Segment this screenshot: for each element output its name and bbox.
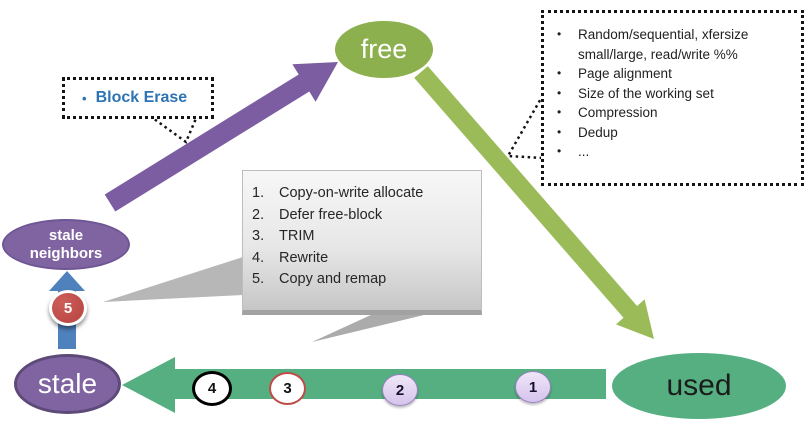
workload-callout: • Random/sequential, xfersize small/larg… (541, 10, 804, 186)
bullet-icon: • (557, 66, 562, 80)
invalidate-arrow (122, 357, 606, 413)
node-stale-neighbors: stale neighbors (2, 219, 130, 270)
workload-item: • ... (557, 142, 795, 162)
workload-item: • Dedup (557, 123, 795, 143)
workload-item: • Random/sequential, xfersize small/larg… (557, 25, 795, 64)
bullet-icon: • (557, 27, 562, 41)
workload-item: • Compression (557, 103, 795, 123)
bullet-icon: • (557, 105, 562, 119)
step-marker-4: 4 (192, 371, 232, 406)
workload-callout-tail (505, 94, 545, 160)
mechanism-item: 3. TRIM (252, 228, 315, 244)
bullet-icon: • (557, 124, 562, 139)
block-erase-label: Block Erase (95, 89, 188, 106)
node-used: used (612, 353, 786, 419)
workload-item: • Size of the working set (557, 84, 795, 104)
mechanism-item: 4. Rewrite (252, 249, 329, 266)
erase-arrow (104, 62, 338, 212)
workload-item: • Page alignment (557, 64, 795, 84)
mechanism-callout-tail-down (312, 314, 428, 342)
mechanism-callout-tail-left (103, 257, 243, 302)
allocate-arrow (414, 66, 654, 339)
mechanism-item: 2. Defer free-block (252, 206, 383, 223)
bullet-icon: • (557, 85, 562, 100)
block-erase-callout: • Block Erase (62, 77, 214, 119)
step-marker-3: 3 (269, 372, 306, 405)
node-stale: stale (14, 354, 121, 414)
mechanism-item: 1. Copy-on-write allocate (252, 185, 424, 201)
step-marker-5: 5 (49, 290, 87, 326)
step-marker-1: 1 (515, 371, 551, 403)
step-marker-2: 2 (382, 374, 418, 406)
bullet-icon: • (82, 90, 87, 106)
block-erase-callout-tail (149, 114, 199, 144)
mechanism-callout: 1. Copy-on-write allocate 2. Defer free-… (242, 170, 482, 315)
mechanism-item: 5. Copy and remap (252, 271, 387, 287)
bullet-icon: • (557, 144, 562, 158)
node-stale-neighbors-label: stale neighbors (29, 227, 103, 262)
node-free: free (335, 21, 433, 78)
